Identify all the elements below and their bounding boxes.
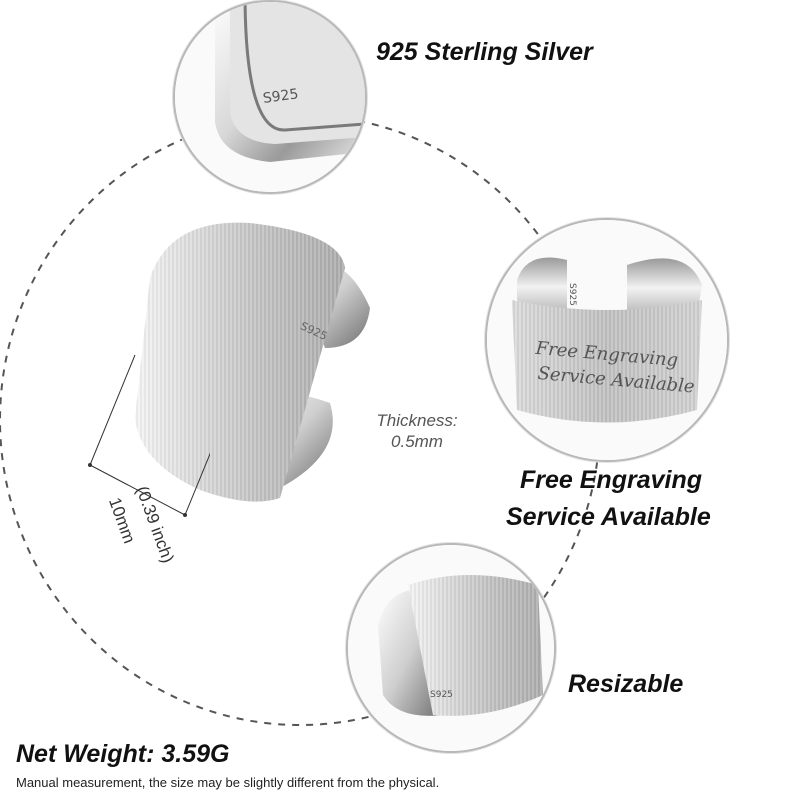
engraving-ring-stamp: S925 <box>567 283 577 306</box>
disclaimer-text: Manual measurement, the size may be slig… <box>16 775 440 790</box>
engraving-label-line2: Service Available <box>506 503 711 531</box>
resizable-ring-stamp: S925 <box>430 690 453 700</box>
material-label: 925 Sterling Silver <box>376 38 593 66</box>
main-ring-image: S925 <box>135 222 370 502</box>
width-dimension: 10mm (0.39 inch) <box>78 484 198 566</box>
thickness-value: 0.5mm <box>391 432 443 451</box>
stamp-detail-circle: S925 <box>173 0 367 194</box>
thickness-annotation: Thickness: 0.5mm <box>362 410 472 452</box>
net-weight-label: Net Weight: 3.59G <box>16 740 230 768</box>
stamp-detail-text: S925 <box>262 86 299 107</box>
engraving-label-line1: Free Engraving <box>520 466 702 494</box>
resizable-ring-image: S925 <box>348 545 554 751</box>
resizable-detail-circle: S925 <box>346 543 556 753</box>
thickness-label: Thickness: <box>376 411 458 430</box>
resizable-label: Resizable <box>568 670 684 698</box>
engraving-ring-image: S925 Free Engraving Service Available <box>487 220 727 460</box>
stamp-detail-image: S925 <box>175 2 365 192</box>
engraving-detail-circle: S925 Free Engraving Service Available <box>485 218 729 462</box>
dimension-lines <box>88 354 210 517</box>
